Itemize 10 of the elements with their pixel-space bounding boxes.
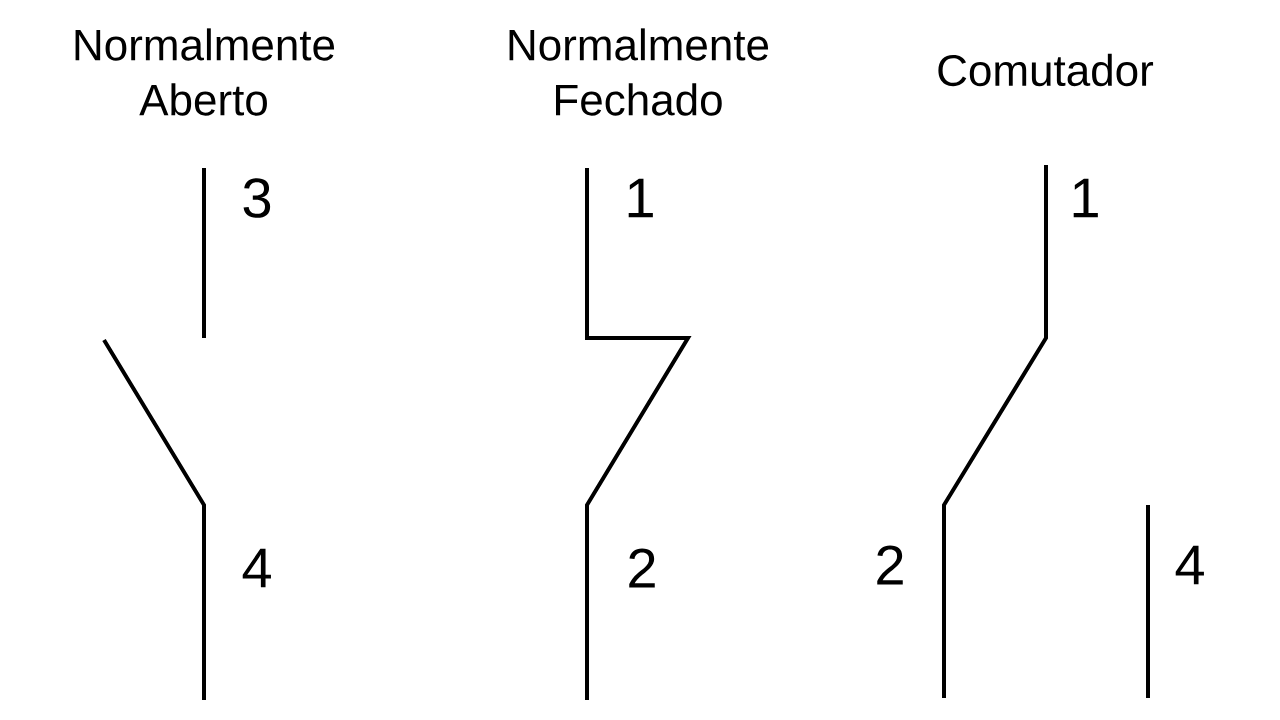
switch-title: Comutador xyxy=(938,53,1154,87)
switch-title: Normalmente Fechado xyxy=(509,28,769,116)
terminal-number: 2 xyxy=(877,545,903,585)
terminal-number: 4 xyxy=(1175,545,1204,585)
terminal-number: 4 xyxy=(242,548,271,588)
terminal-number: 2 xyxy=(629,548,655,588)
terminal-number: 3 xyxy=(243,178,271,218)
terminal-number: 1 xyxy=(628,178,653,218)
switch-title: Normalmente Aberto xyxy=(75,28,335,116)
terminal-number: 1 xyxy=(1073,178,1098,218)
